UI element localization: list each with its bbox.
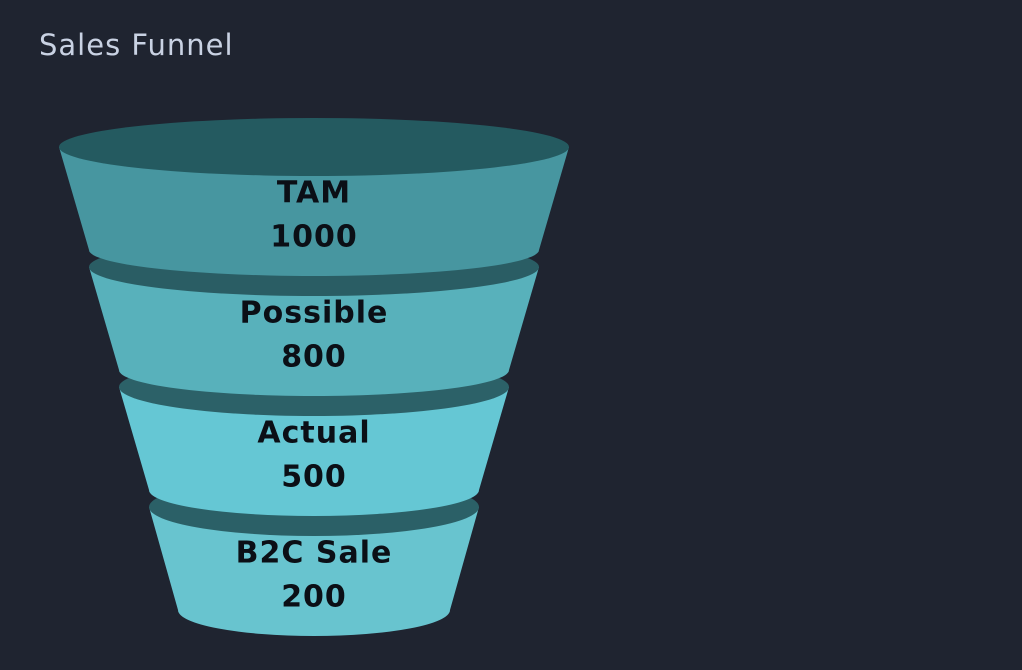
segment-value: 200 <box>281 580 347 615</box>
funnel-segment: TAM 1000 <box>59 118 569 276</box>
funnel-segment-body <box>119 387 509 516</box>
segment-value: 1000 <box>270 220 358 255</box>
funnel-segment-body <box>89 267 539 396</box>
segment-label: Actual <box>257 416 370 451</box>
segment-label: TAM <box>277 176 351 211</box>
funnel-segment-body <box>149 507 479 636</box>
segment-label: B2C Sale <box>236 536 393 571</box>
chart-title: Sales Funnel <box>39 28 234 62</box>
funnel-segment-body <box>59 147 569 276</box>
segment-label: Possible <box>240 296 389 331</box>
segment-value: 800 <box>281 340 347 375</box>
segment-value: 500 <box>281 460 347 495</box>
funnel-segment-rim <box>59 118 569 176</box>
